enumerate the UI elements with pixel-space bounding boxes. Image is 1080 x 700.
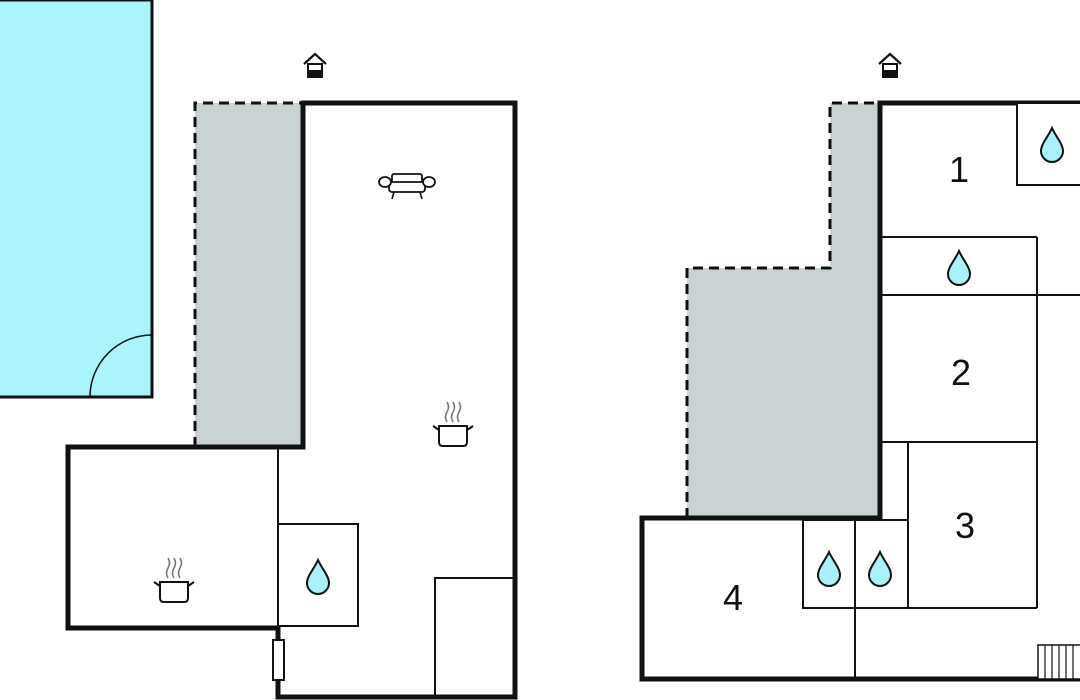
terrace-left-dashed-edge	[193, 101, 303, 447]
house-entrance-icon	[302, 52, 328, 79]
pool-steps-arc	[89, 334, 153, 398]
water-drop-icon	[947, 250, 971, 286]
stairs-icon	[1037, 644, 1080, 680]
room-2-label: 2	[951, 352, 971, 393]
cooking-pot-icon	[153, 557, 195, 603]
left-door	[272, 639, 285, 681]
room-3-label: 3	[955, 505, 975, 546]
room-4-label: 4	[723, 577, 743, 618]
left-storage-room	[434, 577, 516, 698]
pool	[0, 0, 154, 399]
sofa-icon	[378, 173, 436, 200]
house-entrance-icon	[877, 52, 903, 79]
terrace-left	[195, 103, 303, 447]
room-1-label: 1	[949, 149, 969, 190]
terrace-right-dashed-edge	[685, 101, 880, 518]
terrace-right	[687, 103, 880, 518]
cooking-pot-icon	[432, 401, 474, 447]
right-floor-walls	[639, 100, 1080, 682]
